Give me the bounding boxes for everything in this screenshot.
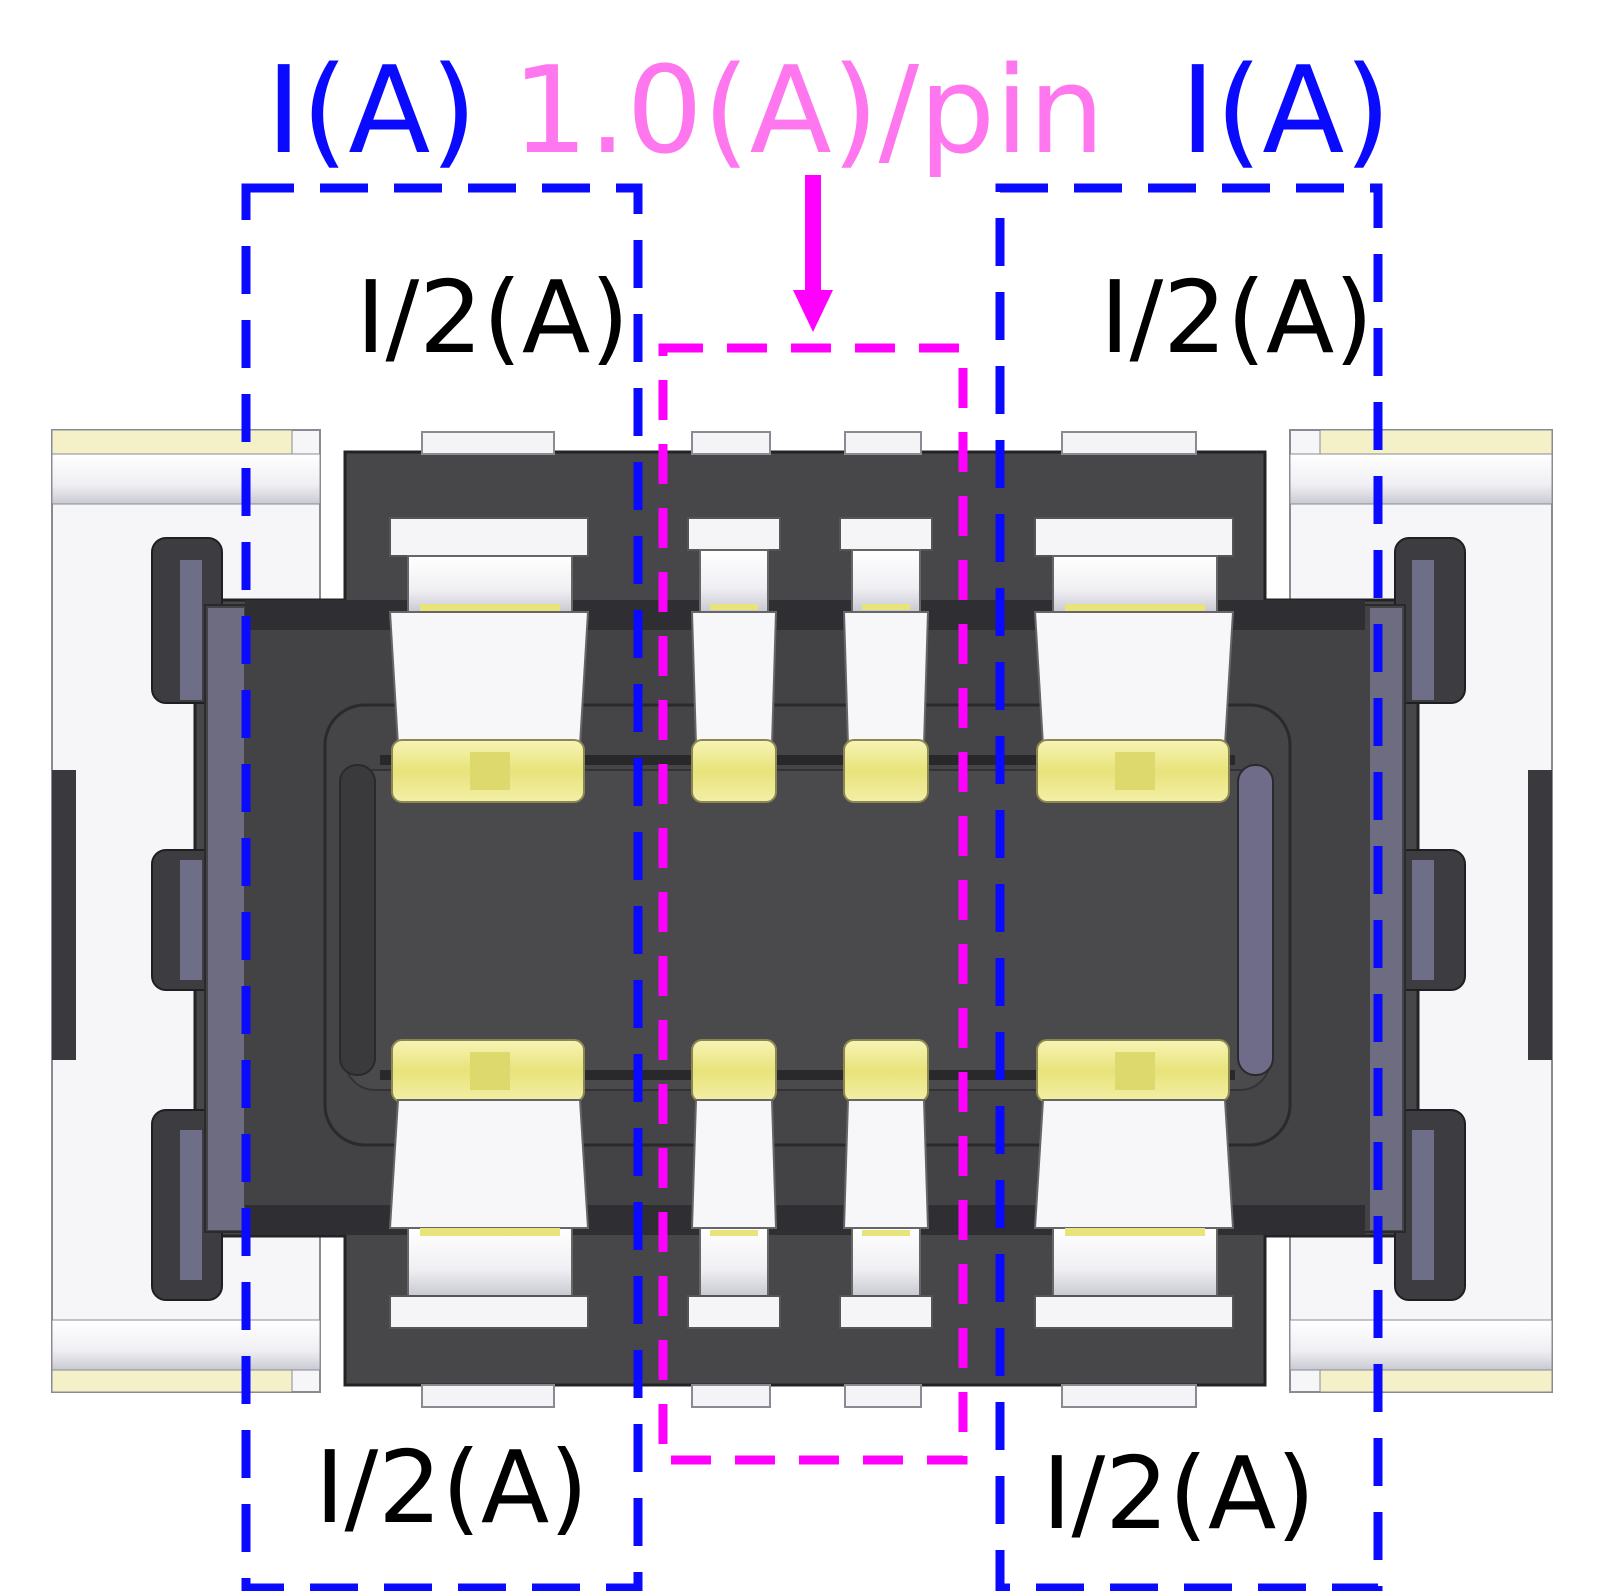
side-tab-faces	[180, 560, 1434, 1280]
left-current-label: I(A)	[266, 42, 477, 181]
annotation-boxes	[241, 183, 1383, 1591]
right-current-box	[995, 183, 1383, 1591]
top-right-half-label: I/2(A)	[1100, 259, 1373, 376]
pin-rating-box	[658, 343, 968, 1465]
left-current-box	[241, 183, 643, 1591]
top-edge-tabs	[421, 431, 1197, 1408]
right-current-label: I(A)	[1180, 42, 1391, 181]
terminal-signal-top-1	[687, 517, 781, 803]
terminal-power-top-right	[1033, 517, 1235, 803]
down-arrow-icon	[793, 175, 833, 332]
bottom-left-half-label: I/2(A)	[315, 1429, 588, 1546]
terminal-power-bottom-left	[388, 1039, 590, 1329]
terminal-power-bottom-right	[1033, 1039, 1235, 1329]
center-left-wall	[339, 764, 376, 1076]
bottom-right-half-label: I/2(A)	[1042, 1435, 1315, 1552]
annotation-labels: I(A) 1.0(A)/pin I(A) I/2(A) I/2(A) I/2(A…	[266, 42, 1391, 1552]
terminal-signal-bottom-1	[687, 1039, 781, 1329]
terminal-signal-top-2	[839, 517, 933, 803]
top-left-half-label: I/2(A)	[356, 259, 629, 376]
pin-rating-label: 1.0(A)/pin	[512, 42, 1105, 181]
center-right-wall	[1237, 764, 1274, 1076]
terminal-power-top-left	[388, 517, 590, 803]
left-lavender-wall	[208, 608, 244, 1230]
connector-body	[51, 429, 1553, 1408]
terminal-signal-bottom-2	[839, 1039, 933, 1329]
